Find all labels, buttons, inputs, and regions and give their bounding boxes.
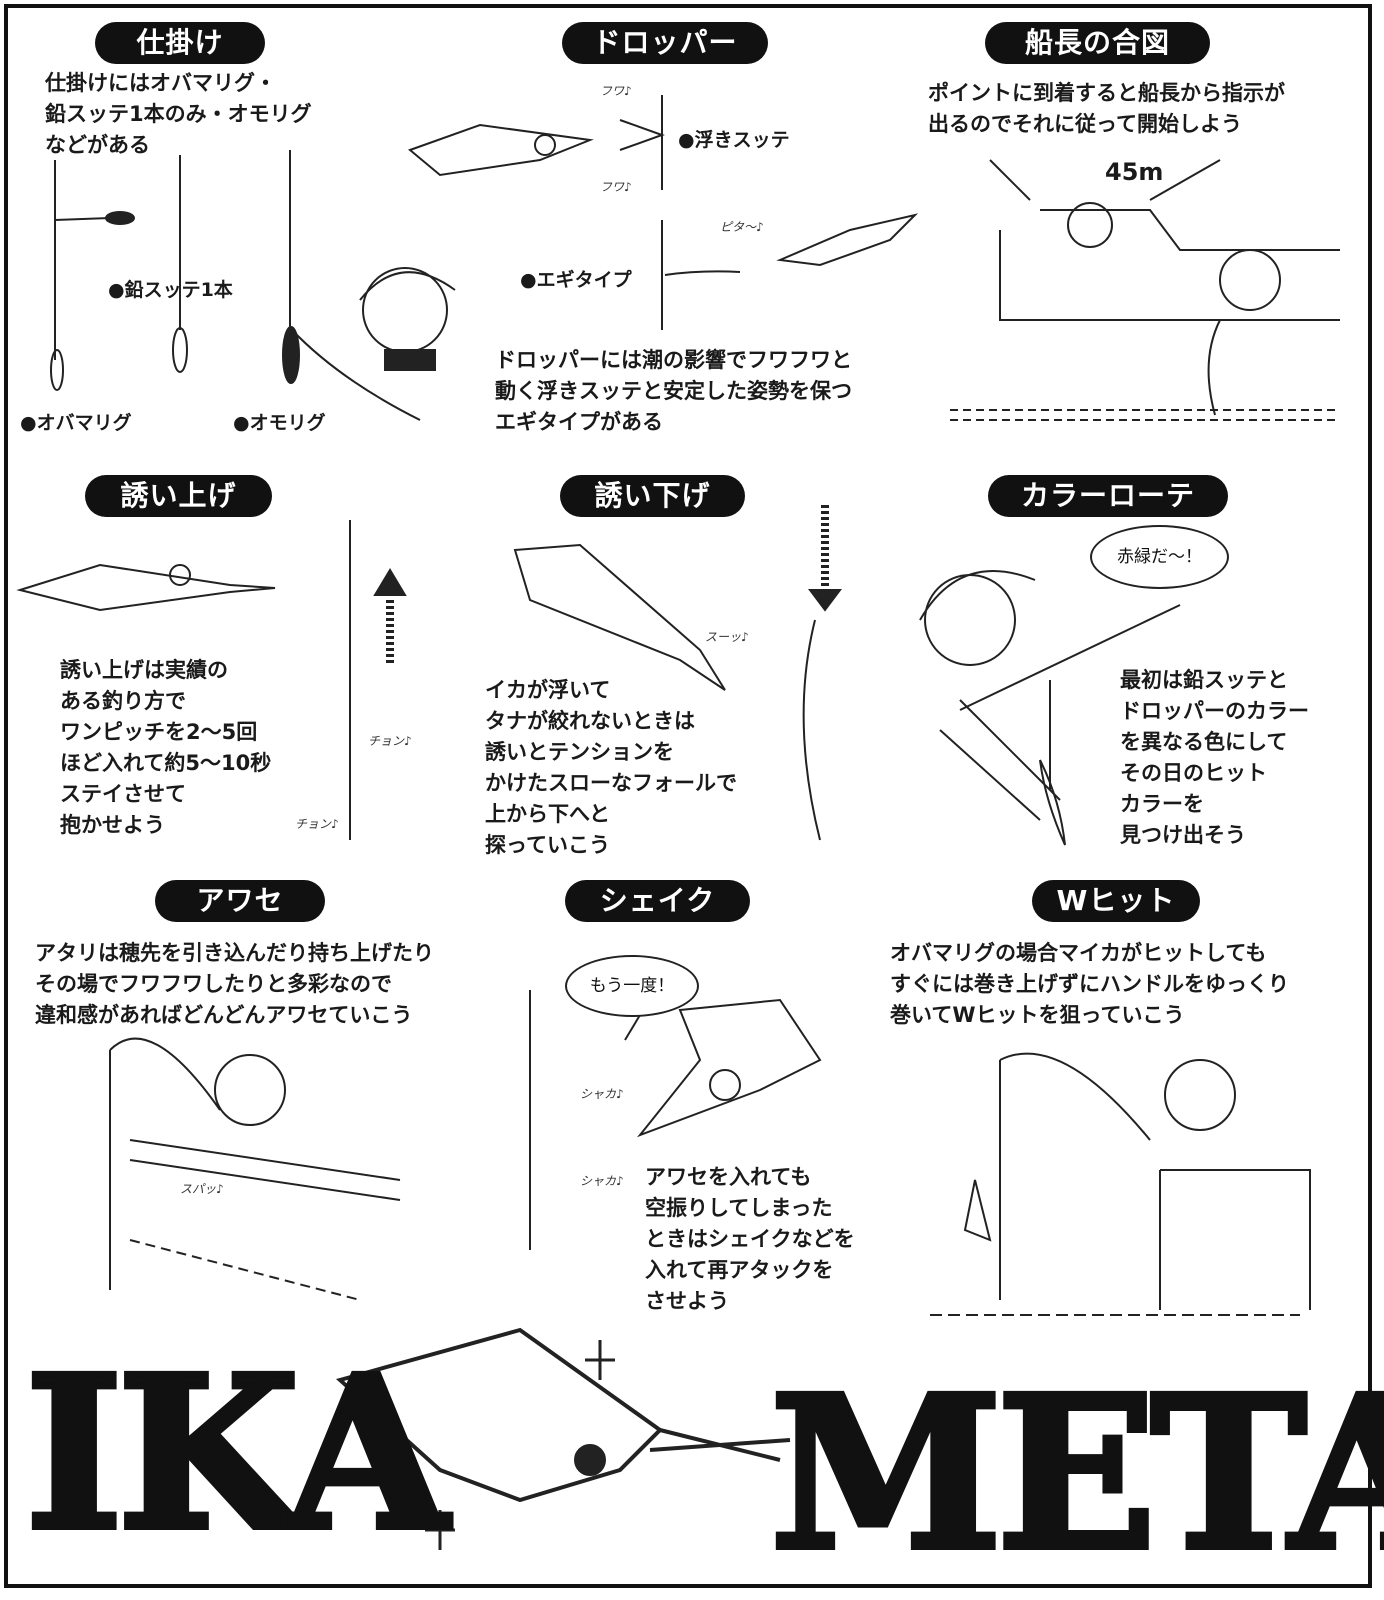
- logo-squid: [335, 1327, 791, 1550]
- shake-description: アワセを入れても 空振りしてしまった ときはシェイクなどを 入れて再アタックを …: [645, 1165, 855, 1313]
- heading-shikake: 仕掛け: [95, 22, 265, 64]
- sfx-suu: スーッ♪: [705, 630, 749, 644]
- awase-illustration: [109, 1037, 401, 1301]
- captain-signal-description: ポイントに到着すると船長から指示が 出るのでそれに従って開始しよう: [928, 81, 1285, 136]
- heading-sasoi-sage: 誘い下げ: [560, 475, 745, 517]
- shikake-description: 仕掛けにはオバマリグ・ 鉛スッテ1本のみ・オモリグ などがある: [45, 71, 312, 157]
- shake-illustration: [529, 990, 822, 1250]
- label-egi-type: ●エギタイプ: [520, 269, 632, 291]
- label-namari-sutte: ●鉛スッテ1本: [108, 279, 233, 301]
- rig-illustrations: [50, 150, 421, 421]
- sfx-fuwa-1: フワ♪: [600, 84, 632, 98]
- sasoi-sage-description: イカが浮いて タナが絞れないときは 誘いとテンションを かけたスローなフォールで…: [485, 678, 737, 857]
- sfx-chon-2: チョン♪: [295, 817, 339, 831]
- color-rotation-description: 最初は鉛スッテと ドロッパーのカラー を異なる色にして その日のヒット カラーを…: [1120, 668, 1309, 847]
- sfx-shaka-1: シャカ♪: [580, 1087, 624, 1101]
- character-boy: [359, 267, 456, 371]
- logo-metal: METAL: [767, 1347, 1384, 1600]
- w-hit-description: オバマリグの場合マイカがヒットしても すぐには巻き上げずにハンドルをゆっくり 巻…: [890, 941, 1289, 1027]
- dropper-description: ドロッパーには潮の影響でフワフワと 動く浮きスッテと安定した姿勢を保つ エギタイ…: [495, 348, 852, 434]
- sfx-fuwa-2: フワ♪: [600, 180, 632, 194]
- heading-awase: アワセ: [155, 880, 325, 922]
- heading-dropper: ドロッパー: [562, 22, 768, 64]
- label-omorig: ●オモリグ: [233, 412, 326, 434]
- speech-bubble-akamidori: 赤緑だ〜！: [1090, 525, 1229, 589]
- squid-illustrations: [408, 95, 919, 330]
- heading-sasoi-age: 誘い上げ: [85, 475, 272, 517]
- sasoi-sage-illustration: [513, 505, 842, 841]
- w-hit-illustration: [930, 1052, 1311, 1316]
- sasoi-age-description: 誘い上げは実績の ある釣り方で ワンピッチを2〜5回 ほど入れて約5〜10秒 ス…: [60, 658, 272, 837]
- boat-illustration: [950, 159, 1340, 421]
- speech-bubble-mou-ichido: もう一度！: [565, 955, 699, 1017]
- heading-w-hit: Wヒット: [1032, 880, 1200, 922]
- depth-callout: 45m: [1105, 158, 1164, 186]
- awase-description: アタリは穂先を引き込んだり持ち上げたり その場でフワフワしたりと多彩なので 違和…: [35, 941, 434, 1027]
- heading-color-rotation: カラーローテ: [988, 475, 1228, 517]
- outer-border: [4, 4, 1372, 1588]
- sasoi-age-illustration: [16, 520, 407, 840]
- heading-shake: シェイク: [565, 880, 750, 922]
- sfx-pita: ピタ〜♪: [720, 220, 764, 234]
- label-obama-rig: ●オバマリグ: [20, 412, 132, 434]
- sfx-supa: スパッ♪: [180, 1182, 224, 1196]
- sfx-chon-1: チョン♪: [368, 734, 412, 748]
- color-rotation-illustration: [919, 570, 1181, 846]
- heading-captain-signal: 船長の合図: [985, 22, 1210, 64]
- sfx-shaka-2: シャカ♪: [580, 1174, 624, 1188]
- label-uki-sutte: ●浮きスッテ: [678, 129, 790, 151]
- logo-ika: IKA: [22, 1327, 451, 1580]
